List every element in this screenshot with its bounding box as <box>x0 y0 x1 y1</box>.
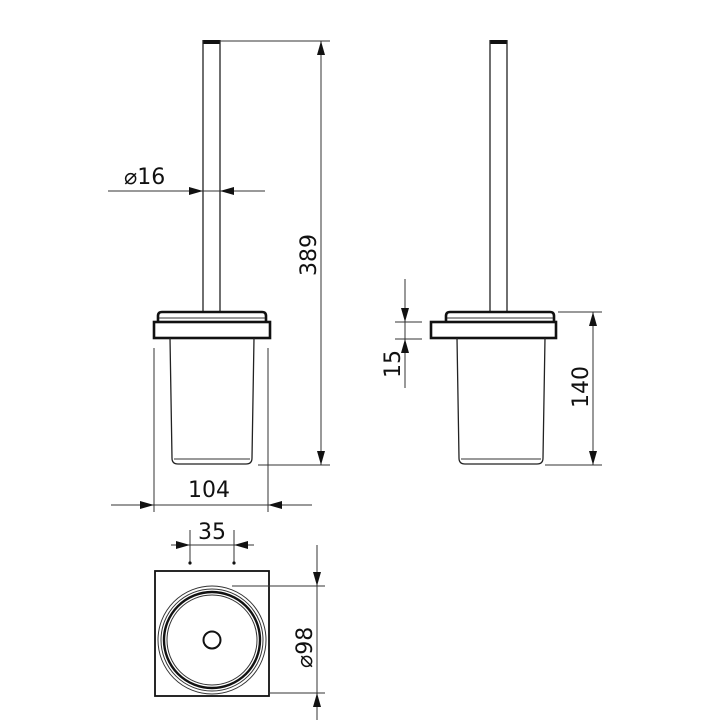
label-width: 104 <box>188 478 230 503</box>
lid <box>152 310 272 340</box>
front-view <box>152 40 272 512</box>
lid-side <box>429 310 558 340</box>
handle-rod-side <box>489 40 508 312</box>
handle-rod <box>202 40 221 312</box>
dimension-handle-offset: 35 <box>171 520 254 565</box>
dimension-base-diameter: ⌀98 <box>232 545 325 720</box>
side-view <box>429 40 558 465</box>
label-flange-thickness: 15 <box>381 350 406 378</box>
dimension-holder-height: 140 <box>545 311 602 466</box>
handle-hole <box>202 630 222 650</box>
cup-side <box>456 337 546 465</box>
dimension-width: 104 <box>111 478 312 509</box>
label-total-height: 389 <box>297 234 322 276</box>
dimension-total-height: 389 <box>220 40 330 466</box>
dimension-flange-thickness: 15 <box>381 279 422 388</box>
dimension-handle-diameter: ⌀16 <box>108 165 265 195</box>
top-view <box>154 570 270 697</box>
label-handle-diameter: ⌀16 <box>124 165 165 190</box>
label-base-diameter: ⌀98 <box>293 627 318 668</box>
label-holder-height: 140 <box>569 366 594 408</box>
label-handle-offset: 35 <box>198 520 226 545</box>
cup <box>169 337 255 465</box>
